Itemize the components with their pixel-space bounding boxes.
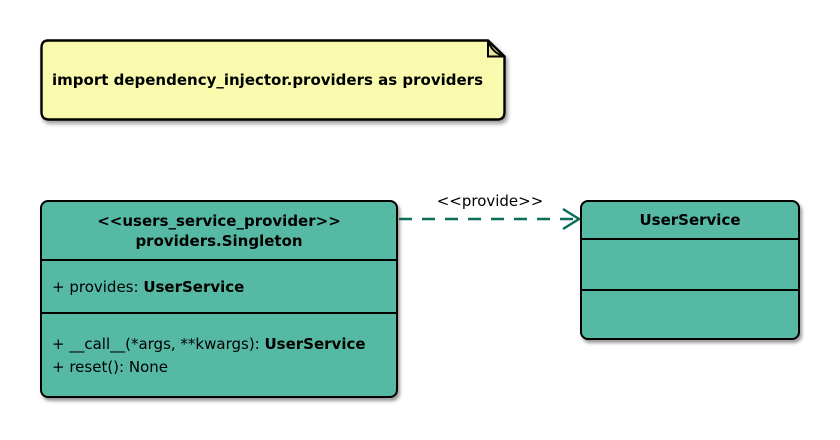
class-providers-singleton: <<users_service_provider>> providers.Sin… — [40, 200, 398, 398]
class-userservice: UserService — [580, 200, 800, 340]
import-note: import dependency_injector.providers as … — [40, 39, 506, 121]
attributes-section-empty — [582, 238, 798, 289]
class-name: providers.Singleton — [135, 231, 303, 250]
method-return-type: UserService — [264, 334, 366, 353]
attributes-section: + provides: UserService — [42, 259, 396, 312]
relation-stereotype-label: <<provide>> — [436, 192, 544, 210]
open-arrowhead-icon — [562, 207, 582, 231]
attribute-type: UserService — [143, 277, 245, 296]
methods-section-empty — [582, 289, 798, 338]
attribute-text: + provides: — [52, 277, 144, 296]
method-text: + __call__(*args, **kwargs): — [52, 334, 265, 353]
methods-section: + __call__(*args, **kwargs): UserService… — [42, 312, 396, 396]
note-fold-corner-icon — [487, 40, 505, 58]
note-shape — [40, 39, 506, 121]
attribute-provides: + provides: UserService — [52, 277, 396, 297]
class-name: UserService — [639, 211, 741, 229]
method-call: + __call__(*args, **kwargs): UserService — [52, 334, 396, 354]
note-text: import dependency_injector.providers as … — [52, 71, 484, 89]
class-stereotype: <<users_service_provider>> — [97, 211, 341, 230]
class-header: UserService — [582, 202, 798, 238]
class-header: <<users_service_provider>> providers.Sin… — [42, 202, 396, 259]
method-reset: + reset(): None — [52, 357, 396, 377]
method-text: + reset(): None — [52, 357, 168, 376]
